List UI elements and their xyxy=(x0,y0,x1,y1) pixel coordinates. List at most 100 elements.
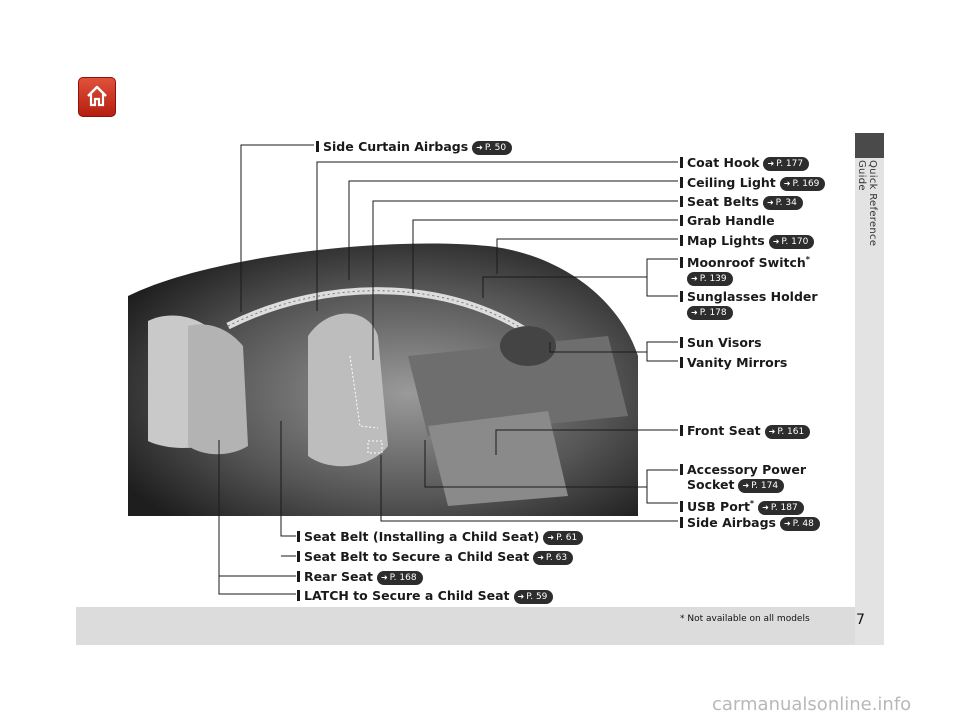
callout-coat-hook[interactable]: Coat Hook➜P. 177 xyxy=(680,155,810,171)
callout-rear-seat[interactable]: Rear Seat➜P. 168 xyxy=(297,569,423,585)
arrow-right-icon: ➜ xyxy=(537,553,544,562)
section-tab xyxy=(855,133,884,645)
section-label: Quick Reference Guide xyxy=(856,160,878,247)
callout-moonroof-switch[interactable]: Moonroof Switch* ➜P. 139 xyxy=(680,252,810,286)
callout-bar xyxy=(680,464,683,475)
page-ref-text: P. 34 xyxy=(775,198,797,208)
arrow-right-icon: ➜ xyxy=(783,519,791,528)
home-button[interactable] xyxy=(78,77,116,117)
footnote-mark: * xyxy=(749,499,755,508)
callout-ceiling-light[interactable]: Ceiling Light➜P. 169 xyxy=(680,175,826,191)
callout-sunglasses-holder[interactable]: Sunglasses Holder ➜P. 178 xyxy=(680,289,818,320)
page-ref-text: P. 177 xyxy=(776,159,804,169)
page-ref-text: P. 59 xyxy=(526,592,548,602)
page-ref-badge[interactable]: ➜P. 48 xyxy=(779,517,820,531)
page-ref-badge[interactable]: ➜P. 50 xyxy=(472,141,513,155)
arrow-right-icon: ➜ xyxy=(767,159,775,168)
callout-map-lights[interactable]: Map Lights➜P. 170 xyxy=(680,233,815,249)
callout-bar xyxy=(680,177,683,188)
page-ref-badge[interactable]: ➜P. 187 xyxy=(758,501,804,515)
callout-label: Seat Belt (Installing a Child Seat) xyxy=(304,529,540,544)
callout-usb-port[interactable]: USB Port*➜P. 187 xyxy=(680,496,804,515)
page-number: 7 xyxy=(856,612,865,628)
callout-vanity-mirrors[interactable]: Vanity Mirrors xyxy=(680,355,787,370)
callout-grab-handle[interactable]: Grab Handle xyxy=(680,213,775,228)
page-ref-badge[interactable]: ➜P. 169 xyxy=(779,177,826,191)
page-ref-badge[interactable]: ➜P. 170 xyxy=(768,235,815,249)
callout-bar xyxy=(680,501,683,512)
callout-bar xyxy=(680,196,683,207)
callout-label: Sunglasses Holder xyxy=(687,289,818,304)
callout-label: Seat Belts xyxy=(687,194,759,209)
page-ref-text: P. 169 xyxy=(792,179,820,189)
callout-label: Sun Visors xyxy=(687,335,762,350)
callout-label-line2: Socket xyxy=(687,477,735,492)
arrow-right-icon: ➜ xyxy=(691,274,698,283)
callout-accessory-power-socket[interactable]: Accessory Power Socket➜P. 174 xyxy=(680,462,806,493)
callout-bar xyxy=(680,291,683,302)
arrow-right-icon: ➜ xyxy=(783,179,791,188)
arrow-right-icon: ➜ xyxy=(517,592,525,601)
arrow-right-icon: ➜ xyxy=(772,237,780,246)
arrow-right-icon: ➜ xyxy=(476,143,483,152)
page-ref-badge[interactable]: ➜P. 174 xyxy=(738,479,785,493)
callout-side-curtain-airbags[interactable]: Side Curtain Airbags➜P. 50 xyxy=(316,139,513,155)
page-ref-text: P. 161 xyxy=(777,427,805,437)
page-ref-badge[interactable]: ➜P. 34 xyxy=(762,196,803,210)
callout-label: Grab Handle xyxy=(687,213,775,228)
callout-seat-belts[interactable]: Seat Belts➜P. 34 xyxy=(680,194,803,210)
callout-label: Accessory Power xyxy=(687,462,807,477)
callout-bar xyxy=(680,257,683,268)
callout-bar xyxy=(297,551,300,562)
page-ref-badge[interactable]: ➜P. 177 xyxy=(763,157,810,171)
page-ref-text: P. 187 xyxy=(770,503,798,513)
page-ref-badge[interactable]: ➜P. 59 xyxy=(513,590,554,604)
page-ref-badge[interactable]: ➜P. 139 xyxy=(687,272,733,286)
footnote: * Not available on all models xyxy=(680,614,810,624)
arrow-right-icon: ➜ xyxy=(691,308,698,317)
callout-bar xyxy=(297,571,300,582)
arrow-right-icon: ➜ xyxy=(380,573,388,582)
callout-label: Seat Belt to Secure a Child Seat xyxy=(304,549,530,564)
callout-latch[interactable]: LATCH to Secure a Child Seat➜P. 59 xyxy=(297,588,554,604)
callout-bar xyxy=(680,425,683,436)
callout-label: Side Airbags xyxy=(687,515,776,530)
callout-sun-visors[interactable]: Sun Visors xyxy=(680,335,762,350)
callout-bar xyxy=(680,337,683,348)
page-ref-badge[interactable]: ➜P. 63 xyxy=(533,551,574,565)
page-ref-text: P. 174 xyxy=(751,481,779,491)
callout-label: Map Lights xyxy=(687,233,765,248)
callout-front-seat[interactable]: Front Seat➜P. 161 xyxy=(680,423,811,439)
callout-label: LATCH to Secure a Child Seat xyxy=(304,588,510,603)
arrow-right-icon: ➜ xyxy=(742,481,750,490)
callout-label: Front Seat xyxy=(687,423,761,438)
callout-bar xyxy=(680,517,683,528)
section-tab-marker[interactable] xyxy=(855,133,884,158)
callout-bar xyxy=(680,235,683,246)
arrow-right-icon: ➜ xyxy=(762,503,769,512)
arrow-right-icon: ➜ xyxy=(768,427,776,436)
arrow-right-icon: ➜ xyxy=(547,533,555,542)
callout-label: Side Curtain Airbags xyxy=(323,139,469,154)
page-ref-text: P. 63 xyxy=(545,553,568,563)
page-ref-badge[interactable]: ➜P. 61 xyxy=(543,531,584,545)
page-ref-text: P. 170 xyxy=(781,237,809,247)
page-ref-text: P. 61 xyxy=(556,533,578,543)
page-ref-badge[interactable]: ➜P. 178 xyxy=(687,306,733,320)
car-interior-illustration xyxy=(128,243,638,516)
page-ref-badge[interactable]: ➜P. 161 xyxy=(764,425,811,439)
callout-label: Moonroof Switch xyxy=(687,255,806,270)
page-ref-text: P. 178 xyxy=(699,308,727,318)
callout-bar xyxy=(316,141,319,152)
callout-bar xyxy=(680,215,683,226)
page-ref-text: P. 139 xyxy=(699,274,727,284)
callout-side-airbags[interactable]: Side Airbags➜P. 48 xyxy=(680,515,820,531)
callout-seat-belt-installing-child-seat[interactable]: Seat Belt (Installing a Child Seat)➜P. 6… xyxy=(297,529,584,545)
watermark: carmanualsonline.info xyxy=(712,694,912,715)
callout-label: Vanity Mirrors xyxy=(687,355,788,370)
callout-bar xyxy=(680,157,683,168)
page-ref-badge[interactable]: ➜P. 168 xyxy=(376,571,423,585)
footer-band xyxy=(76,607,884,645)
callout-seat-belt-secure-child-seat[interactable]: Seat Belt to Secure a Child Seat➜P. 63 xyxy=(297,549,574,565)
